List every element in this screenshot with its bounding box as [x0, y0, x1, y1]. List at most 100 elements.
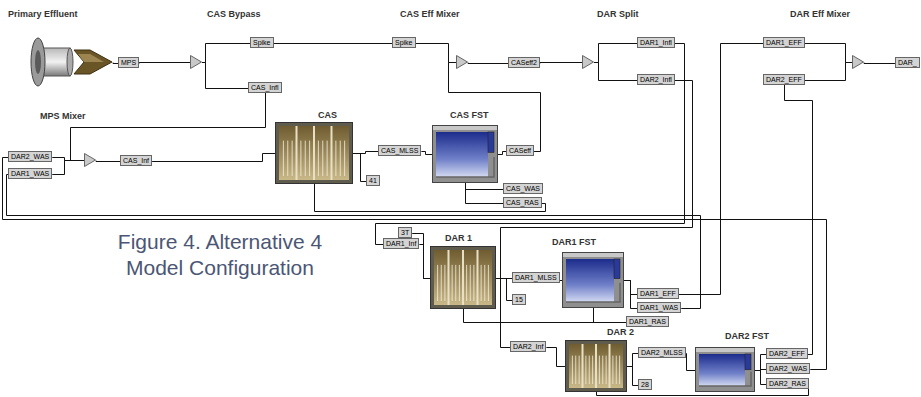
flow-line [805, 44, 852, 63]
stream-label: 15 [515, 296, 523, 303]
stream-label: DAR2_MLSS [641, 349, 683, 356]
stream-tag: MPS [118, 57, 139, 68]
stream-label: 3T [401, 229, 409, 236]
clarifier-tank-icon [695, 347, 755, 392]
stream-label: 41 [369, 177, 377, 184]
stream-tag: CASeff [506, 145, 534, 156]
flow-line [419, 245, 430, 279]
stream-label: DAR1_Infl [640, 39, 672, 46]
stream-tag: DAR1_WAS [637, 302, 681, 313]
stream-label: MPS [121, 59, 136, 66]
bioreactor-tank-icon [565, 340, 627, 392]
unit-title: DAR Eff Mixer [790, 9, 850, 20]
stream-tag: DAR2_WAS [8, 151, 52, 162]
unit-title: Primary Effluent [8, 9, 78, 20]
flow-line [679, 44, 763, 295]
stream-label: DAR2_WAS [11, 153, 49, 160]
stream-tag: Spike [250, 37, 274, 48]
stream-tag: DAR2_Infl [637, 74, 675, 85]
stream-tag: 15 [512, 294, 526, 305]
unit-title: CAS Eff Mixer [400, 9, 460, 20]
stream-tag: 28 [638, 379, 652, 390]
stream-tag: DAR2_Inf [510, 341, 546, 352]
flow-line [353, 154, 366, 182]
stream-tag: DAR1_Infl [637, 37, 675, 48]
flow-line [7, 175, 701, 309]
bioreactor-tank-icon [430, 246, 496, 309]
unit-title: CAS Bypass [207, 9, 261, 20]
flow-line [755, 371, 766, 385]
unit-title: DAR Split [597, 9, 639, 20]
mixer-splitter: MPS Mixer [84, 153, 96, 167]
flow-line [755, 355, 766, 371]
stream-tag: CASeff2 [508, 57, 540, 68]
stream-label: CAS_RAS [506, 199, 539, 206]
stream-label: CASeff [509, 147, 531, 154]
stream-label: DAR2_Inf [513, 343, 543, 350]
flow-line [71, 93, 266, 161]
figure-caption: Figure 4. Alternative 4 Model Configurat… [95, 229, 345, 281]
mixer-splitter: CAS Eff Mixer [456, 55, 468, 69]
stream-tag: Spike [392, 37, 416, 48]
stream-label: CAS_Infl [251, 84, 279, 91]
clarifier-tank-icon [562, 252, 624, 308]
pipe-source-icon [28, 36, 113, 88]
stream-label: DAR1_EFF [766, 39, 802, 46]
stream-label: DAR1_WAS [640, 304, 678, 311]
flow-line [139, 63, 190, 64]
mixer-splitter-icon [582, 55, 594, 69]
stream-label: DAR1_WAS [11, 170, 49, 177]
mixer-splitter-icon [190, 55, 202, 69]
stream-tag: CAS_WAS [503, 183, 543, 194]
flow-line [52, 161, 84, 175]
stream-tag: CAS_Infl [248, 82, 282, 93]
bioreactor-tank: DAR 1 [430, 246, 496, 309]
stream-tag: DAR1_EFF [763, 37, 805, 48]
stream-tag: CAS_MLSS [378, 145, 421, 156]
mixer-splitter: DAR Split [582, 55, 594, 69]
stream-tag: DAR2_EFF [766, 348, 808, 359]
unit-title: MPS Mixer [40, 111, 86, 122]
stream-label: CAS_Inf [123, 157, 149, 164]
flow-line [202, 63, 248, 89]
unit-title: DAR 2 [607, 327, 634, 338]
flow-line [540, 63, 582, 64]
clarifier-tank: CAS FST [432, 125, 498, 183]
stream-tag: DAR2_EFF [763, 74, 805, 85]
flow-line [202, 44, 250, 63]
bioreactor-tank-icon [275, 122, 353, 184]
stream-label: DAR2_RAS [769, 380, 806, 387]
stream-label: CAS_MLSS [381, 147, 418, 154]
clarifier-tank: DAR1 FST [562, 252, 624, 308]
stream-tag: DAR1_MLSS [512, 272, 560, 283]
stream-label: DAR1_Inf [386, 240, 416, 247]
stream-label: DAR2_EFF [766, 76, 802, 83]
flow-line [274, 43, 392, 44]
flow-line [496, 279, 512, 301]
flow-line [546, 348, 565, 367]
clarifier-tank-icon [432, 125, 498, 183]
stream-tag: DAR_ [895, 57, 920, 68]
stream-tag: DAR1_EFF [637, 288, 679, 299]
stream-tag: CAS_RAS [503, 197, 542, 208]
mixer-splitter: CAS Bypass [190, 55, 202, 69]
flow-line [96, 161, 120, 162]
stream-tag: DAR2_WAS [766, 363, 810, 374]
stream-tag: CAS_Inf [120, 155, 152, 166]
flow-line [315, 184, 546, 212]
flow-line [416, 44, 456, 63]
flow-line [464, 309, 627, 323]
stream-label: DAR2_EFF [769, 350, 805, 357]
stream-tag: DAR1_WAS [8, 168, 52, 179]
flow-line [468, 63, 508, 64]
stream-label: DAR2_Infl [640, 76, 672, 83]
flow-line [3, 158, 827, 370]
flow-line [594, 308, 627, 323]
stream-label: Spike [253, 39, 271, 46]
stream-label: 28 [641, 381, 649, 388]
flow-line [627, 354, 638, 367]
unit-title: DAR 1 [445, 233, 472, 244]
flow-line [686, 354, 695, 371]
mixer-splitter-icon [852, 55, 864, 69]
stream-label: Spike [395, 39, 413, 46]
